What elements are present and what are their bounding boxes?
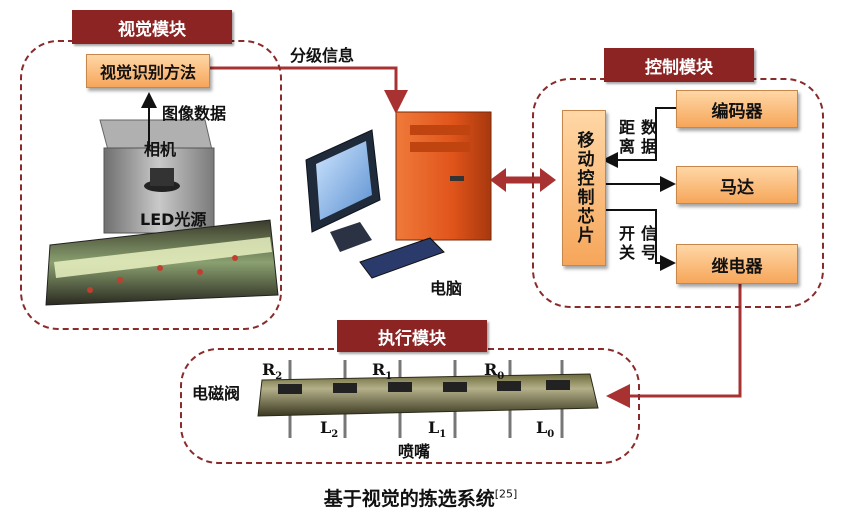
distance-label: 距离: [618, 118, 635, 156]
computer-label: 电脑: [430, 279, 463, 298]
switch-label: 开关: [618, 224, 635, 262]
nozzle-label-r0: R0: [484, 360, 505, 383]
control-module-tag: 控制模块: [604, 48, 754, 82]
caption-ref: [25]: [494, 487, 518, 501]
nozzle-label-l0: L0: [536, 418, 555, 441]
relay-box: 继电器: [676, 244, 798, 284]
chip-label: 移动控制芯片: [573, 131, 594, 245]
vision-method-box: 视觉识别方法: [86, 54, 210, 88]
data-label: 数据: [640, 118, 657, 156]
image-data-label: 图像数据: [162, 104, 227, 123]
nozzle-label-r1: R1: [372, 360, 393, 383]
solenoid-valve-bar: [257, 360, 599, 438]
nozzle-label-l1: L1: [428, 418, 447, 441]
grading-info-label: 分级信息: [290, 46, 355, 65]
computer-icon: [305, 111, 492, 279]
execution-module-tag: 执行模块: [337, 320, 487, 352]
signal-label: 信号: [640, 224, 657, 262]
motor-box: 马达: [676, 166, 798, 204]
encoder-box: 编码器: [676, 90, 798, 128]
nozzle-label-l2: L2: [320, 418, 339, 441]
chip-box: 移动控制芯片: [562, 110, 606, 266]
solenoid-label: 电磁阀: [192, 384, 241, 403]
camera-label: 相机: [144, 140, 177, 159]
vision-module-tag: 视觉模块: [72, 10, 232, 44]
camera-enclosure: [99, 119, 215, 234]
led-label: LED光源: [140, 210, 207, 229]
figure-caption: 基于视觉的拣选系统[25]: [0, 484, 841, 511]
nozzle-label-r2: R2: [262, 360, 283, 383]
nozzle-label: 喷嘴: [398, 442, 431, 461]
caption-text: 基于视觉的拣选系统: [323, 488, 495, 510]
